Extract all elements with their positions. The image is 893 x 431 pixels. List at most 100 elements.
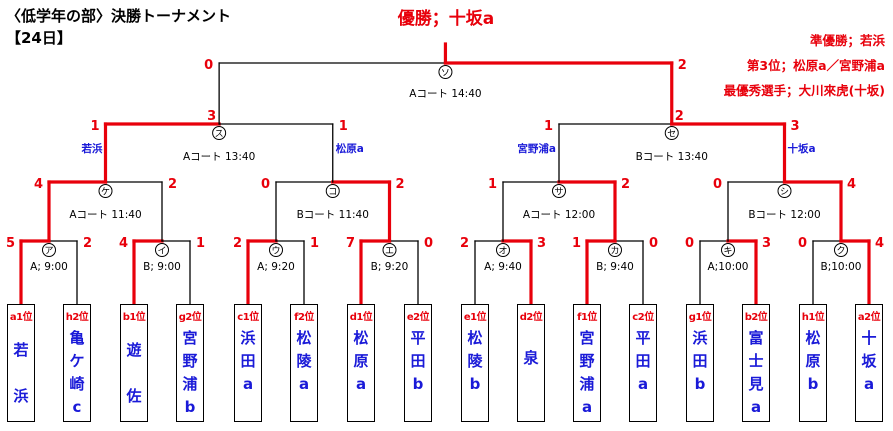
r1-8-info: B;10:00 [820, 261, 861, 273]
team-name: 松 陵 b [467, 329, 483, 393]
sf-2-team-right: 十坂a [788, 142, 816, 155]
qf-1-score-right: 2 [168, 177, 177, 192]
team-seed: c1位 [237, 312, 259, 323]
team-slot: h2位亀 ケ 崎 c [63, 304, 91, 422]
sf-1-score-right: 1 [339, 119, 348, 134]
r1-2-info: B; 9:00 [143, 261, 181, 273]
r1-4-score-right: 0 [424, 236, 433, 251]
runner-up-label: 準優勝；若浜 [809, 33, 885, 48]
team-slot: b2位富 士 見 a [742, 304, 770, 422]
r1-5-score-left: 2 [460, 236, 469, 251]
qf-3-circle [552, 184, 566, 198]
team-name: 若 浜 [13, 341, 29, 405]
r1-7-score-left: 0 [685, 236, 694, 251]
qf-3-circle-label: サ [554, 187, 563, 198]
team-seed: b1位 [122, 312, 146, 323]
team-seed: d1位 [349, 312, 373, 323]
qf-1-score-left: 4 [34, 177, 43, 192]
qf-4-score-right: 4 [847, 177, 856, 192]
team-slot: c1位浜 田 a [234, 304, 262, 422]
qf-4-info: Bコート 12:00 [748, 209, 820, 221]
qf-4-circle [777, 184, 792, 198]
final-extra-left: 3 [207, 109, 216, 124]
r1-4-score-left: 7 [346, 236, 355, 251]
team-slot: h1位松 原 b [799, 304, 827, 422]
sf-1-score-left: 1 [90, 119, 99, 134]
r1-2-circle-label: イ [157, 247, 166, 257]
champion-label: 優勝；十坂a [397, 9, 495, 29]
team-seed: f2位 [294, 312, 314, 323]
team-name: 泉 [523, 349, 539, 367]
team-slot: b1位遊 佐 [120, 304, 148, 422]
page-title: 〈低学年の部〉決勝トーナメント [6, 7, 232, 25]
sf-1-team-left: 若浜 [81, 142, 103, 155]
team-slot: e1位松 陵 b [461, 304, 489, 422]
final-score-right: 2 [678, 58, 687, 73]
r1-4-circle-label: エ [385, 247, 394, 257]
sf-2-score-right: 3 [791, 119, 800, 134]
qf-2-score-right: 2 [396, 177, 405, 192]
team-seed: d2位 [519, 312, 543, 323]
team-slot: d1位松 原 a [347, 304, 375, 422]
r1-1-info: A; 9:00 [30, 261, 68, 273]
team-name: 宮 野 浦 a [579, 329, 595, 416]
qf-4-circle-label: シ [780, 188, 789, 198]
r1-7-info: A;10:00 [708, 261, 749, 273]
team-seed: h2位 [65, 312, 89, 323]
r1-8-score-left: 0 [798, 236, 807, 251]
team-name: 平 田 b [410, 329, 426, 393]
team-name: 亀 ケ 崎 c [69, 329, 85, 416]
qf-1-circle [98, 184, 113, 198]
r1-3-score-left: 2 [233, 236, 242, 251]
date-label: 【24日】 [6, 29, 72, 47]
qf-2-circle-label: コ [328, 188, 337, 198]
final-circle-label: ソ [441, 69, 450, 79]
sf-2-team-left: 宮野浦a [517, 142, 556, 155]
r1-8-circle-label: ク [836, 246, 845, 257]
team-name: 松 陵 a [296, 329, 312, 393]
r1-1-circle [42, 243, 56, 257]
team-seed: e1位 [463, 312, 487, 323]
team-seed: b2位 [744, 312, 768, 323]
team-seed: g2位 [178, 312, 202, 323]
sf-2-info: Bコート 13:40 [636, 151, 708, 163]
r1-7-circle-label: キ [723, 247, 732, 257]
team-seed: f1位 [577, 312, 597, 323]
r1-3-info: A; 9:20 [257, 261, 295, 273]
team-slot: a2位十 坂 a [855, 304, 883, 422]
r1-1-score-right: 2 [83, 236, 92, 251]
mvp-label: 最優秀選手；大川來虎(十坂) [723, 83, 885, 98]
team-slot: e2位平 田 b [404, 304, 432, 422]
sf-2-score-left: 1 [544, 119, 553, 134]
team-seed: h1位 [801, 312, 825, 323]
team-seed: a1位 [9, 312, 33, 323]
r1-4-circle [382, 243, 397, 257]
final-circle [438, 65, 453, 79]
team-slot: d2位泉 [517, 304, 545, 422]
team-name: 遊 佐 [126, 341, 142, 405]
team-name: 十 坂 a [861, 329, 877, 393]
r1-8-score-right: 4 [875, 236, 884, 251]
final-score-left: 0 [204, 58, 213, 73]
team-seed: e2位 [406, 312, 430, 323]
team-slot: g2位宮 野 浦 b [176, 304, 204, 422]
qf-3-info: Aコート 12:00 [523, 209, 595, 221]
team-slot: a1位若 浜 [7, 304, 35, 422]
r1-8-circle [834, 243, 848, 257]
team-name: 松 原 b [805, 329, 821, 393]
r1-5-circle [496, 243, 510, 257]
qf-4-score-left: 0 [713, 177, 722, 192]
qf-2-score-left: 0 [261, 177, 270, 192]
r1-1-circle-label: ア [44, 247, 53, 257]
team-slot: f2位松 陵 a [290, 304, 318, 422]
r1-5-circle-label: オ [498, 246, 507, 257]
team-name: 浜 田 b [692, 329, 708, 393]
r1-3-circle-label: ウ [271, 246, 280, 257]
qf-2-circle [325, 184, 340, 198]
sf-2-circle [664, 126, 679, 140]
r1-2-score-left: 4 [119, 236, 128, 251]
team-name: 宮 野 浦 b [182, 329, 198, 416]
qf-3-score-left: 1 [488, 177, 497, 192]
qf-3-score-right: 2 [621, 177, 630, 192]
